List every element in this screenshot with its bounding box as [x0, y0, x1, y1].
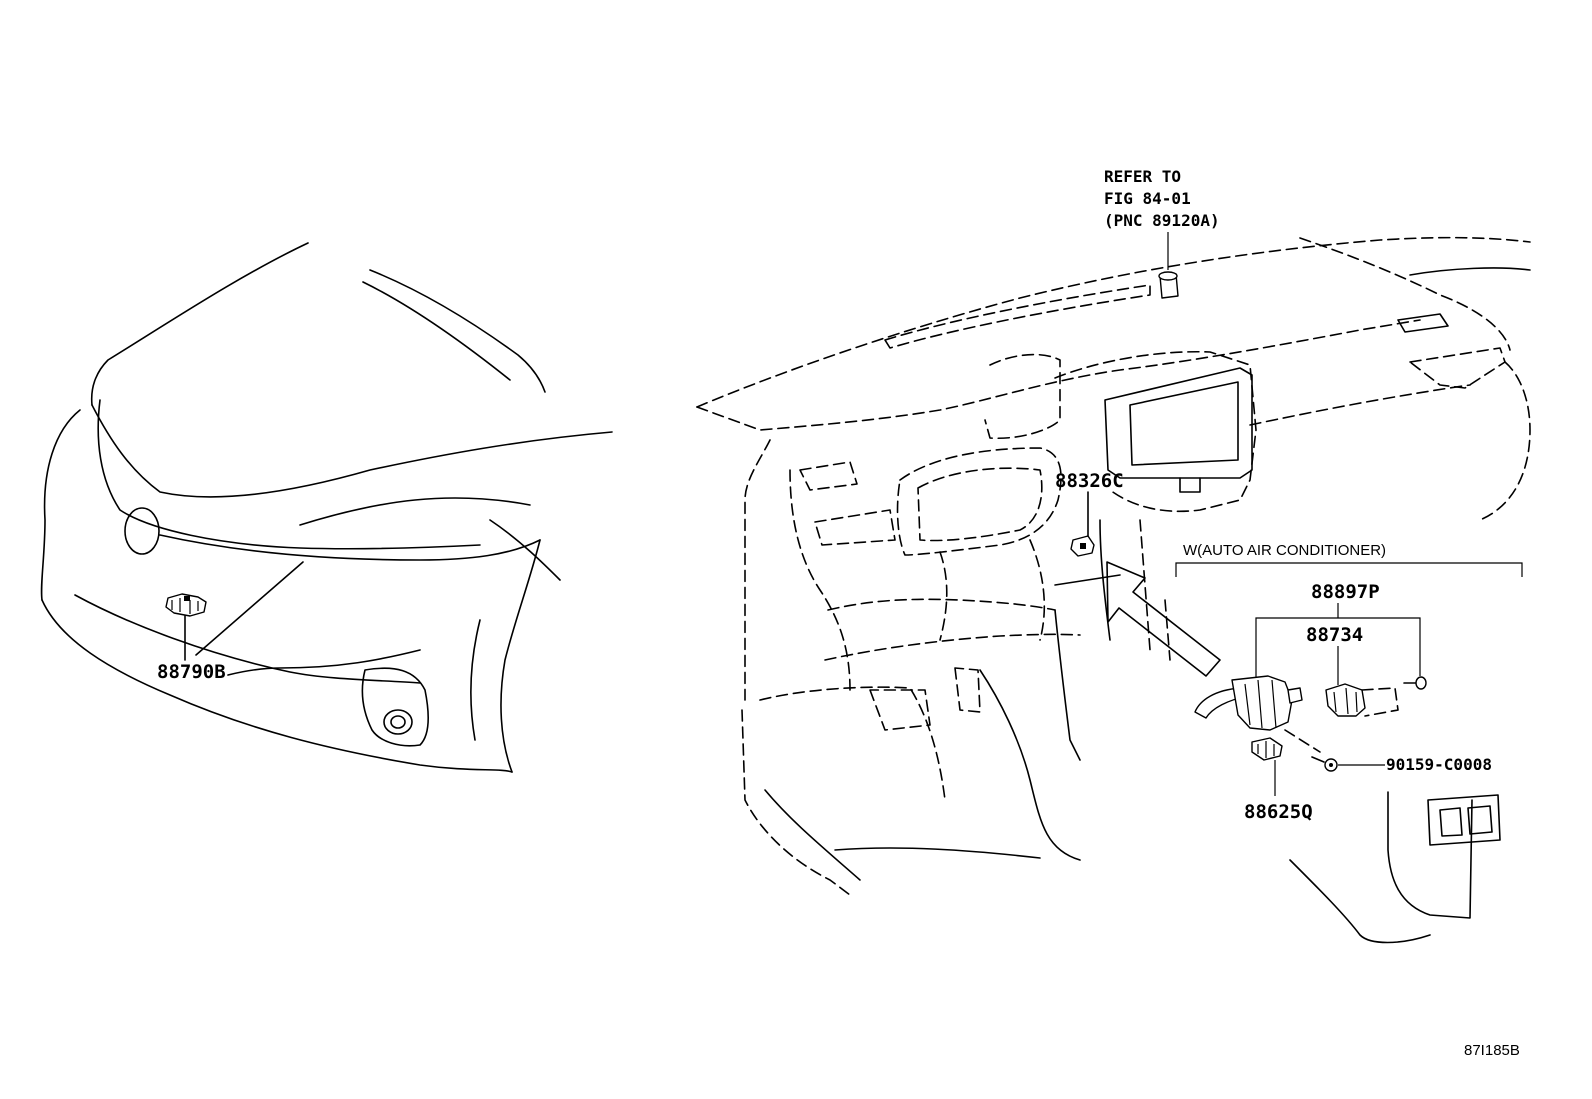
display-bezel	[1104, 367, 1253, 479]
side-trim	[1139, 519, 1171, 661]
bumper-right	[500, 539, 541, 773]
dash-right-top	[1299, 237, 1511, 351]
cluster-inner	[917, 467, 1043, 542]
leader-bumper-sensor-2	[195, 561, 421, 676]
vehicle-front-view: 88790B	[40, 242, 613, 773]
cluster-hood	[984, 353, 1061, 440]
hood-crease-inner	[362, 281, 511, 381]
detail-arrow-stem	[1054, 574, 1121, 586]
center-panel	[1054, 350, 1257, 513]
lower-left-frame	[741, 709, 851, 896]
dash-right-vent	[1409, 347, 1506, 389]
hood-left-edge	[90, 242, 309, 406]
knee-panel	[759, 686, 946, 801]
dash-top-edge	[696, 236, 1531, 408]
display-screen	[1129, 381, 1239, 466]
side-crease	[489, 519, 561, 581]
dashboard-view: 88326C REFER TO FIG 84-01 (PNC 89120A)	[696, 167, 1531, 944]
label-88625q: 88625Q	[1244, 801, 1313, 823]
dash-top-sensor-part	[1158, 271, 1179, 299]
bumper-left	[40, 409, 81, 601]
label-88734: 88734	[1306, 624, 1363, 646]
left-vent-lower	[814, 509, 896, 546]
dash-right-edge	[1479, 361, 1531, 521]
left-vent-upper	[799, 461, 858, 491]
figure-code: 87I185B	[1464, 1042, 1520, 1059]
cabin-sensor-part	[1070, 535, 1095, 557]
steering-column	[939, 539, 1046, 641]
bumper-sensor-part	[165, 593, 207, 617]
fender-line	[299, 497, 531, 526]
dash-lower-trim-2	[824, 633, 1081, 661]
dash-right-small-vent	[1397, 313, 1449, 333]
bracket-88625q-part	[1251, 737, 1283, 761]
variant-note: W(AUTO AIR CONDITIONER)	[1183, 542, 1386, 559]
defrost-vent	[884, 284, 1151, 349]
footwell	[869, 689, 931, 731]
refer-note-line3: (PNC 89120A)	[1104, 211, 1220, 230]
rear-vent-frame	[1427, 794, 1501, 846]
screw-axis	[1284, 729, 1321, 753]
dash-lower-trim	[827, 598, 1056, 611]
rear-vent-slat-2	[1467, 805, 1493, 835]
rear-console	[1387, 791, 1473, 919]
console-side	[979, 669, 1081, 861]
label-88326c: 88326C	[1055, 470, 1124, 492]
bracket-88897p	[1255, 617, 1421, 695]
bumper-right-2	[470, 619, 481, 741]
bumper-bottom	[41, 599, 513, 773]
rear-vent-slat-1	[1439, 807, 1463, 837]
fog-lamp	[383, 709, 413, 735]
refer-note-line2: FIG 84-01	[1104, 189, 1191, 208]
cluster-opening	[896, 447, 1062, 556]
aspirator-duct-part	[1194, 675, 1303, 731]
refer-note-line1: REFER TO	[1104, 167, 1181, 186]
dash-left-panel	[789, 469, 851, 691]
hood-front-edge	[91, 404, 613, 498]
grille-lower	[159, 534, 541, 561]
fog-lamp-inner	[390, 715, 406, 729]
display-stand	[1179, 477, 1201, 493]
label-90159-c0008: 90159-C0008	[1386, 755, 1492, 774]
grille-top	[97, 399, 481, 550]
rear-console-base	[1289, 859, 1431, 944]
variant-bracket	[1175, 562, 1523, 577]
auto-ac-detail: W(AUTO AIR CONDITIONER) 88897P 88734	[1175, 542, 1523, 823]
detail-arrow	[1106, 561, 1221, 677]
label-88790b: 88790B	[157, 661, 226, 683]
screw-right-part	[1403, 676, 1427, 690]
pedal	[954, 667, 981, 713]
dash-right-lower	[1249, 384, 1471, 426]
emblem	[124, 507, 160, 555]
pillar-trim	[1409, 267, 1531, 276]
floor-line	[764, 789, 861, 881]
dash-top-front	[696, 319, 1421, 431]
dash-left-side	[744, 439, 771, 701]
fog-lamp-housing	[361, 667, 430, 747]
sensor-88734-part	[1325, 683, 1399, 717]
center-stack-lower	[1054, 519, 1111, 761]
label-88897p: 88897P	[1311, 581, 1380, 603]
floor-cross	[834, 847, 1041, 859]
hood-crease	[369, 269, 546, 393]
screw-90159-part	[1311, 756, 1338, 772]
